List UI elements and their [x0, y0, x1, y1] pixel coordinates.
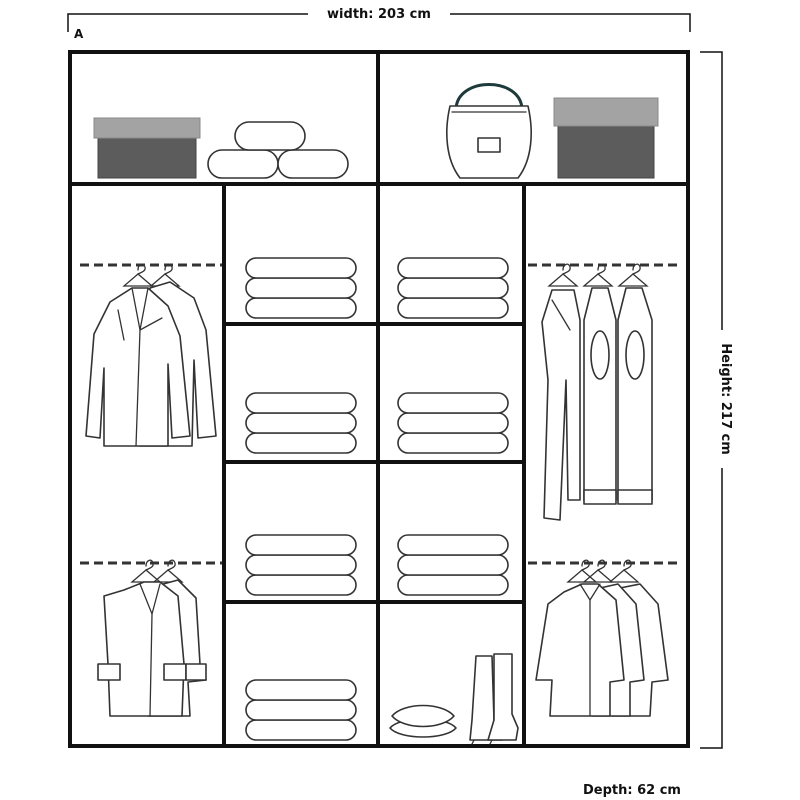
height-label: Height: 217 cm	[718, 343, 733, 455]
folded-clothes-stack-r3c2	[397, 534, 509, 596]
vests-and-cardigan-icon	[541, 263, 653, 521]
height-dimension: Height: 217 cm	[700, 51, 733, 749]
storage-box-left-icon	[93, 117, 201, 179]
shirts-icon	[535, 559, 669, 717]
folded-clothes-stack-r1c1	[245, 257, 357, 319]
handbag-icon	[446, 83, 532, 179]
folded-clothes-stack-r2c1	[245, 392, 357, 454]
rolled-towels-icon	[207, 121, 349, 179]
folded-clothes-stack-r2c2	[397, 392, 509, 454]
wardrobe-frame	[68, 50, 690, 748]
coats-lower-left-icon	[97, 559, 207, 717]
folded-clothes-stack-r3c1	[245, 534, 357, 596]
variant-label: A	[74, 27, 84, 41]
pillows-icon	[389, 704, 457, 738]
boots-icon	[469, 653, 519, 745]
width-label: width: 203 cm	[327, 7, 431, 22]
depth-label: Depth: 62 cm	[583, 783, 681, 798]
width-dimension: width: 203 cm	[67, 7, 691, 32]
coats-upper-left-icon	[85, 263, 217, 447]
folded-clothes-stack-r1c2	[397, 257, 509, 319]
folded-clothes-stack-r4c1	[245, 679, 357, 741]
storage-box-right-icon	[553, 97, 659, 179]
